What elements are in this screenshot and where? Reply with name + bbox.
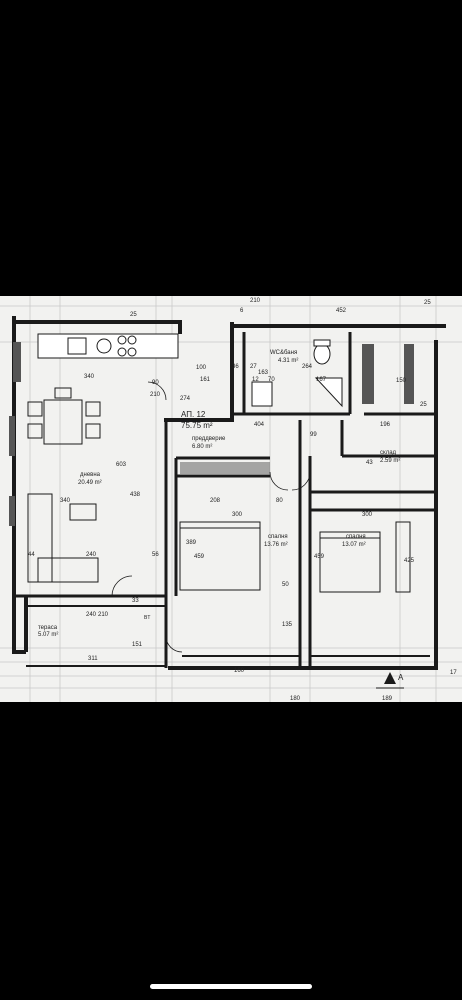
dim-12: 12 [252,377,259,383]
kitchen-counter [37,333,179,359]
floor-plan-drawing: АП. 12 75.75 m² дневна 20.49 m² WC&баня … [0,296,462,702]
dim-135: 135 [282,622,293,628]
dim-167: 167 [316,377,327,383]
living-area: 20.49 m² [78,480,102,486]
dim-208: 208 [210,498,221,504]
dimension-labels: 210 452 6 25 25 340 340 603 438 240 44 9… [28,298,457,702]
dim-25-top: 25 [130,312,137,318]
section-marker [376,672,404,689]
dim-340-kitchen: 340 [84,374,95,380]
dim-274: 274 [180,396,191,402]
dim-452: 452 [336,308,347,314]
dim-264: 264 [302,364,313,370]
dim-163: 163 [258,370,269,376]
floor-plan-image: АП. 12 75.75 m² дневна 20.49 m² WC&баня … [0,296,462,702]
beds [179,521,411,593]
dim-210-door: 210 [150,392,161,398]
bedroom2-name: спалня [346,534,366,540]
dim-189: 189 [382,696,393,702]
dim-17: 17 [450,670,457,676]
dim-160: 160 [234,668,245,674]
dim-300-b1: 300 [232,512,243,518]
dim-425: 425 [404,558,415,564]
storage-name: склад [380,450,397,456]
storage-area: 2.59 m² [380,458,400,464]
section-letter: A [398,673,404,682]
bedroom2-area: 13.07 m² [342,542,366,548]
dim-33: 33 [132,598,139,604]
bedroom1-name: спалня [268,534,288,540]
dim-240-living: 240 [86,552,97,558]
bedroom1-area: 13.76 m² [264,542,288,548]
dim-311: 311 [88,656,98,662]
dim-36: 36 [232,364,239,370]
dim-603: 603 [116,462,127,468]
dim-150: 150 [396,378,407,384]
bath-area: 4.31 m² [278,358,298,364]
dim-25-right: 25 [420,402,427,408]
hall-area: 6.80 m² [192,444,212,450]
dim-210-top: 210 [250,298,261,304]
terrace-name: тераса [38,625,58,631]
dim-90: 90 [152,380,159,386]
dim-25-tr: 25 [424,300,431,306]
interior-walls [14,332,436,668]
apartment-title: АП. 12 [181,410,206,419]
bath-fixtures [251,339,343,408]
hall-name: преддверие [192,436,226,442]
dim-56: 56 [152,552,159,558]
dim-100: 100 [196,365,207,371]
dim-459-b2: 459 [314,554,325,560]
dim-404: 404 [254,422,265,428]
dim-151: 151 [132,642,143,648]
dim-196: 196 [380,422,391,428]
wall-hatch [9,342,414,526]
dim-70: 70 [268,377,275,383]
door-swings [111,381,311,653]
dim-6: 6 [240,308,244,314]
dim-161: 161 [200,377,211,383]
sofa [27,493,99,583]
dim-180: 180 [290,696,301,702]
terrace-rail [26,605,430,667]
dim-80: 80 [276,498,283,504]
dining-table [27,387,101,445]
dim-44: 44 [28,552,35,558]
apartment-area: 75.75 m² [181,421,213,430]
dim-340-living: 340 [60,498,71,504]
bt-mark: BT [144,615,150,621]
dim-438: 438 [130,492,141,498]
dim-389: 389 [186,540,197,546]
dim-240-terrace: 240 [86,612,97,618]
dim-210-terrace: 210 [98,612,109,618]
dim-459-b1: 459 [194,554,205,560]
dim-99: 99 [310,432,317,438]
dim-43: 43 [366,460,373,466]
bath-name: WC&баня [270,350,297,356]
home-indicator[interactable] [150,984,312,989]
dim-300-b2: 300 [362,512,373,518]
dim-27: 27 [250,364,257,370]
living-name: дневна [80,472,101,478]
terrace-area: 5.07 m² [38,632,58,638]
dim-50: 50 [282,582,289,588]
